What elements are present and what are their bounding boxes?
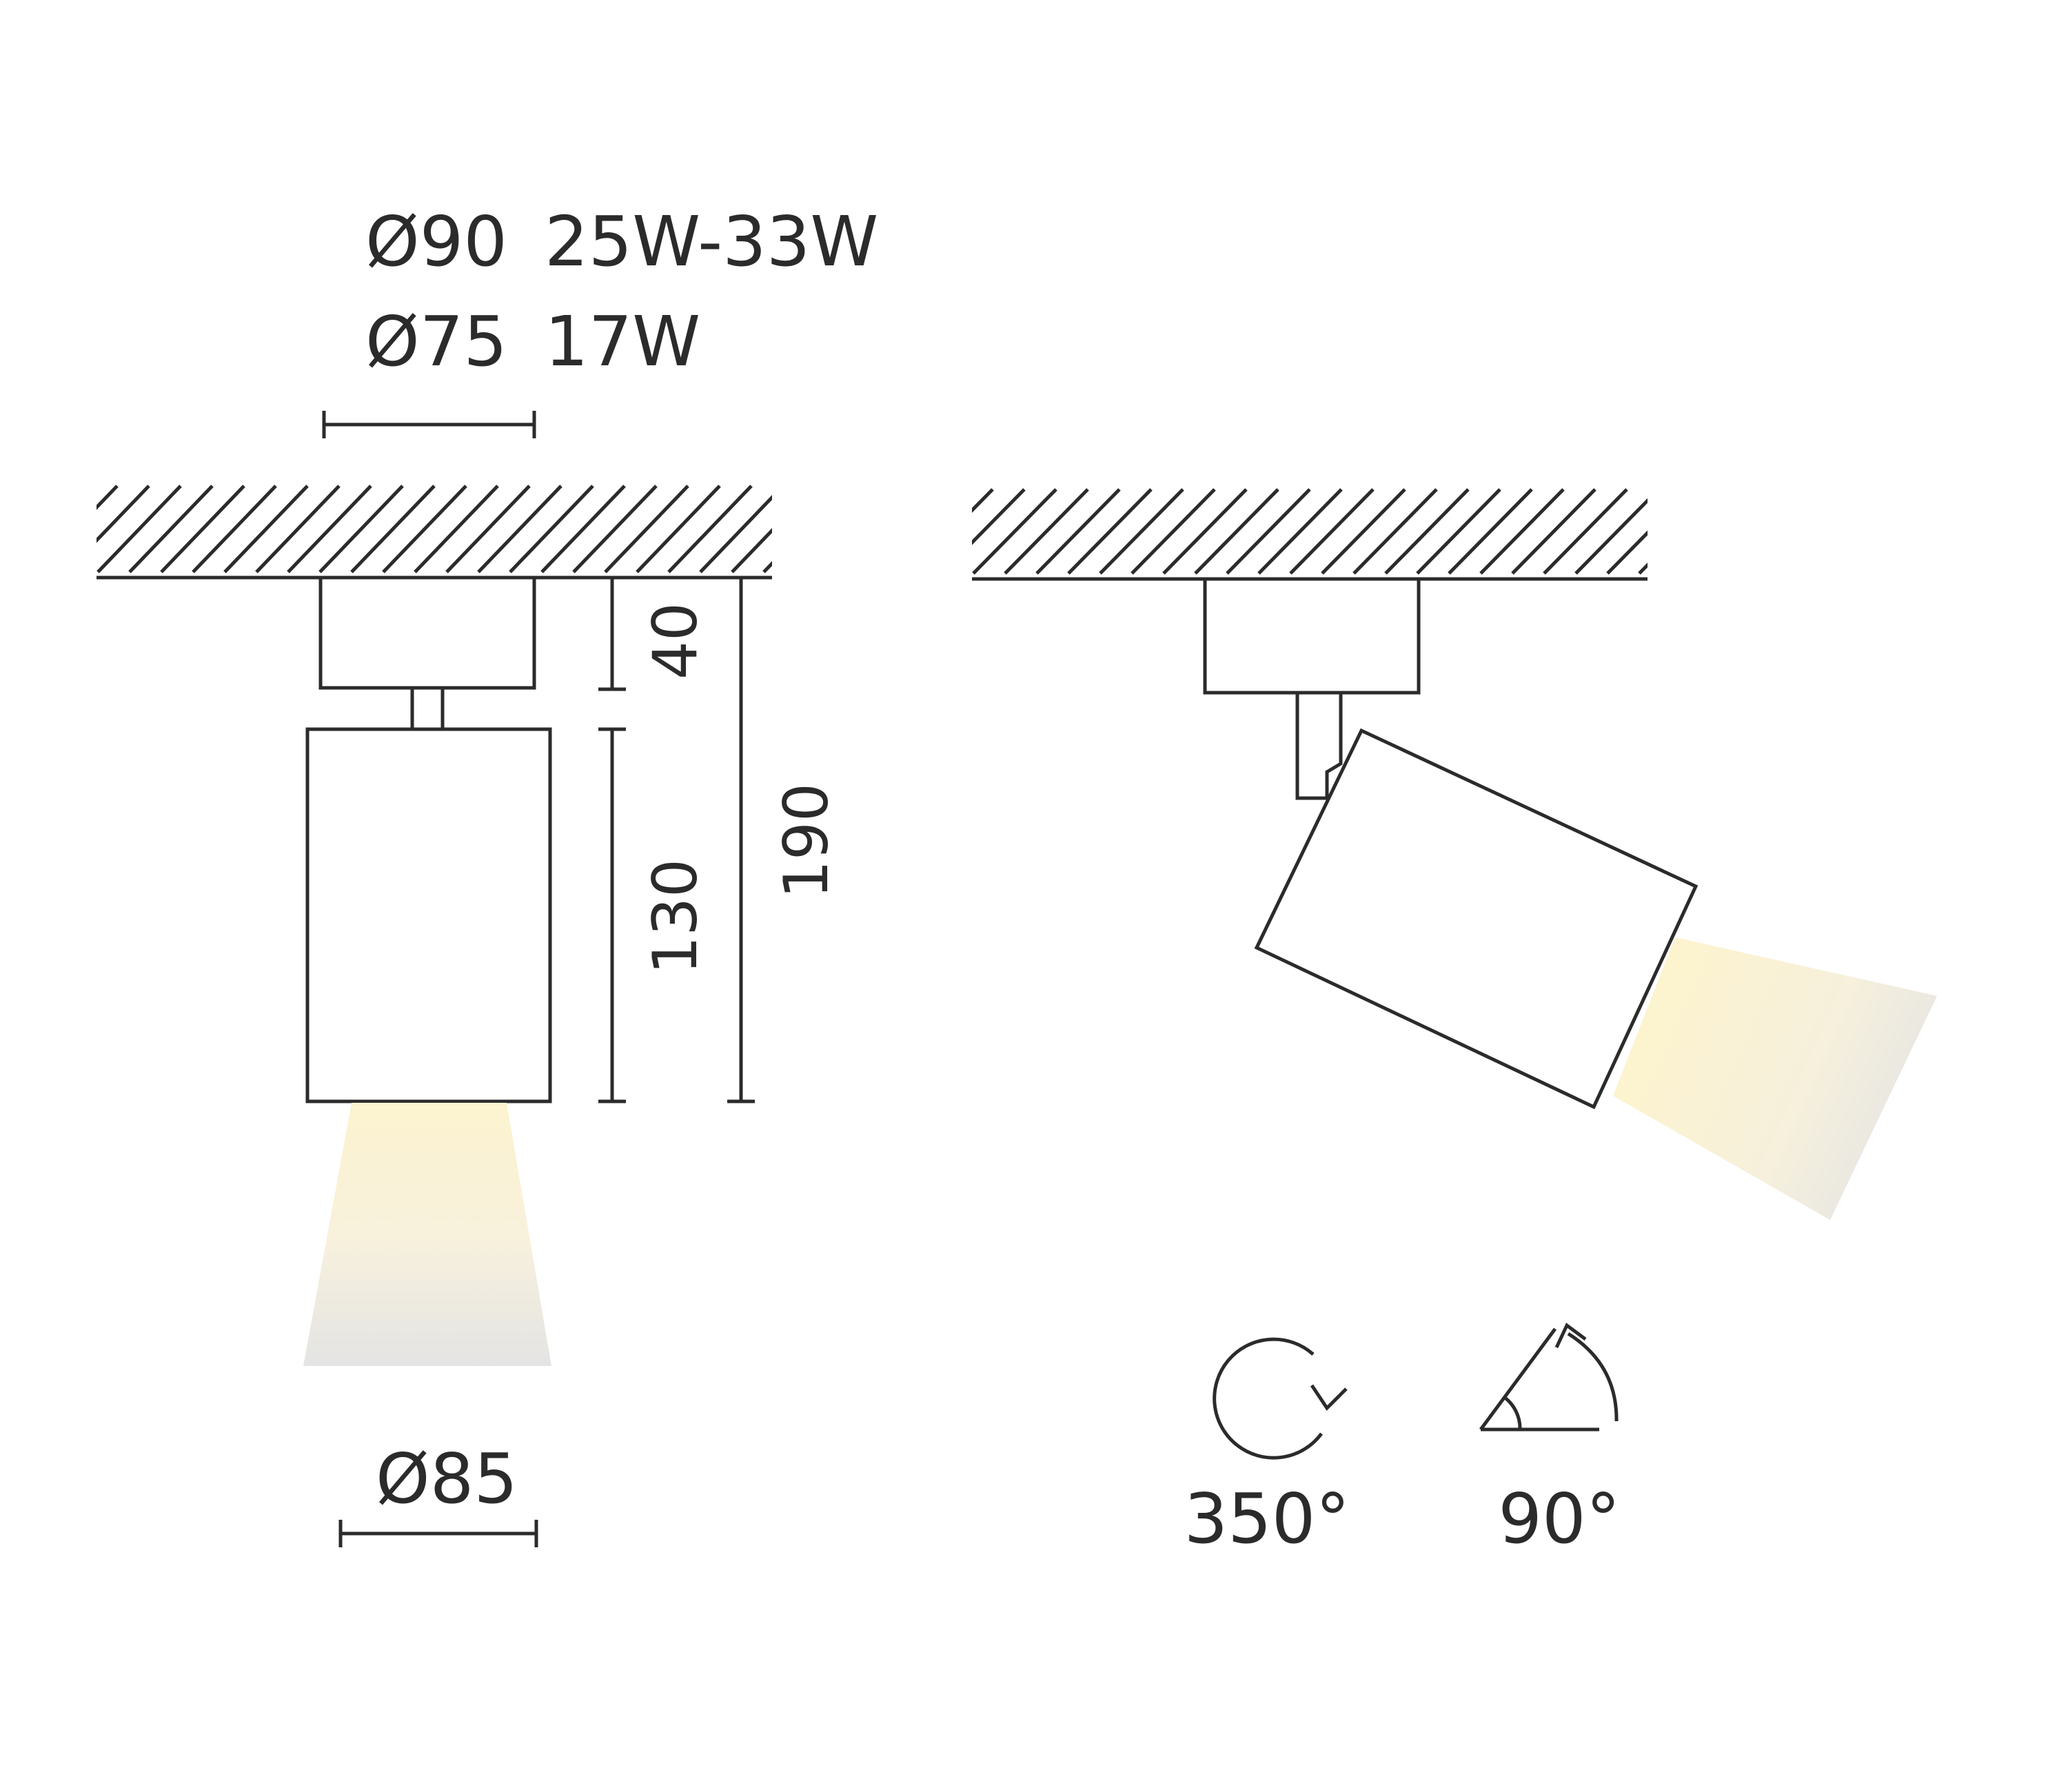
hatch-line bbox=[572, 485, 658, 573]
hatch-line bbox=[1194, 488, 1279, 575]
spec-list: Ø90 25W-33W Ø75 17W bbox=[365, 201, 878, 382]
hatch-line bbox=[414, 485, 499, 573]
tilt-value: 90° bbox=[1498, 1478, 1620, 1559]
hatch-line bbox=[972, 488, 1057, 575]
tilt-angle-icon bbox=[1479, 1323, 1619, 1432]
stem bbox=[410, 686, 445, 731]
light-beam-tilted bbox=[1613, 937, 1937, 1220]
hatch-line bbox=[1574, 498, 1648, 575]
hatch-line bbox=[604, 485, 689, 573]
hatch-line bbox=[1226, 488, 1311, 575]
rotate-arrow-icon bbox=[1213, 1337, 1348, 1460]
hatch-line bbox=[445, 485, 531, 573]
hatch-line bbox=[972, 488, 994, 513]
right-fixture-tilted bbox=[1203, 577, 1937, 1220]
hatch-line bbox=[509, 485, 594, 573]
ceiling-hatch-right bbox=[972, 488, 1785, 575]
right-ceiling bbox=[972, 488, 1785, 581]
lamp-body bbox=[305, 727, 552, 1103]
hatch-line bbox=[160, 485, 245, 573]
hatch-line bbox=[1479, 488, 1565, 575]
left-fixture bbox=[303, 576, 552, 1366]
tilt-indicator: 90° bbox=[1479, 1323, 1621, 1559]
spec-power-1: 25W-33W bbox=[545, 201, 878, 282]
hatch-line bbox=[1099, 488, 1184, 575]
spec-power-2: 17W bbox=[545, 301, 700, 382]
hatch-line bbox=[350, 485, 436, 573]
hatch-line bbox=[1004, 488, 1089, 575]
hatch-line bbox=[667, 485, 753, 573]
hatch-line bbox=[795, 486, 878, 572]
light-beam bbox=[303, 1103, 551, 1366]
body-height-dimension: 130 bbox=[598, 727, 711, 1103]
hatch-line bbox=[699, 495, 772, 573]
hatch-line bbox=[97, 485, 182, 573]
hatch-line bbox=[1511, 488, 1596, 575]
hatch-line bbox=[1416, 488, 1501, 575]
hatch-line bbox=[731, 527, 772, 573]
hatch-line bbox=[1448, 488, 1533, 575]
hatch-line bbox=[762, 560, 772, 573]
body-height-label: 130 bbox=[640, 859, 711, 975]
spec-diameter-2: Ø75 bbox=[365, 301, 507, 382]
hatch-line bbox=[1035, 488, 1121, 575]
hatch-line bbox=[287, 485, 372, 573]
hatch-line bbox=[223, 485, 309, 573]
hatch-line bbox=[477, 485, 562, 573]
hatch-line bbox=[382, 485, 467, 573]
hatch-line bbox=[1321, 488, 1406, 575]
hatch-line bbox=[1543, 488, 1628, 575]
total-height-dimension: 190 bbox=[727, 578, 842, 1103]
spec-diameter-1: Ø90 bbox=[365, 201, 507, 282]
hatch-line bbox=[255, 485, 341, 573]
hatch-line bbox=[972, 488, 1026, 545]
tilt-bracket bbox=[1295, 693, 1343, 800]
rotation-indicator: 350° bbox=[1184, 1337, 1350, 1559]
top-width-dimension bbox=[322, 411, 536, 438]
ceiling-hatch-left bbox=[97, 485, 910, 573]
hatch-line bbox=[1289, 488, 1375, 575]
total-height-label: 190 bbox=[771, 783, 842, 899]
hatch-line bbox=[128, 485, 214, 573]
hatch-line bbox=[1257, 488, 1343, 575]
hatch-line bbox=[1384, 488, 1470, 575]
hatch-line bbox=[1638, 562, 1648, 575]
lamp-body-tilted bbox=[1254, 728, 1699, 1110]
mounting-base-tilted-view bbox=[1203, 577, 1421, 695]
hatch-line bbox=[1671, 489, 1754, 573]
base-height-dimension: 40 bbox=[598, 578, 711, 691]
hatch-line bbox=[97, 485, 150, 543]
rotation-value: 350° bbox=[1184, 1478, 1350, 1559]
hatch-line bbox=[827, 486, 910, 572]
base-height-label: 40 bbox=[640, 602, 711, 680]
hatch-line bbox=[1352, 488, 1438, 575]
hatch-line bbox=[192, 485, 277, 573]
hatch-line bbox=[1131, 488, 1216, 575]
hatch-line bbox=[636, 485, 721, 573]
hatch-line bbox=[1162, 488, 1248, 575]
body-diameter-label: Ø85 bbox=[376, 1438, 518, 1519]
hatch-line bbox=[318, 485, 404, 573]
hatch-line bbox=[540, 485, 626, 573]
hatch-line bbox=[1703, 489, 1785, 573]
mounting-base bbox=[318, 576, 536, 690]
left-ceiling bbox=[97, 485, 910, 580]
hatch-line bbox=[97, 485, 119, 510]
hatch-line bbox=[1606, 530, 1648, 575]
hatch-line bbox=[1067, 488, 1153, 575]
bottom-diameter-dimension: Ø85 bbox=[338, 1438, 538, 1547]
